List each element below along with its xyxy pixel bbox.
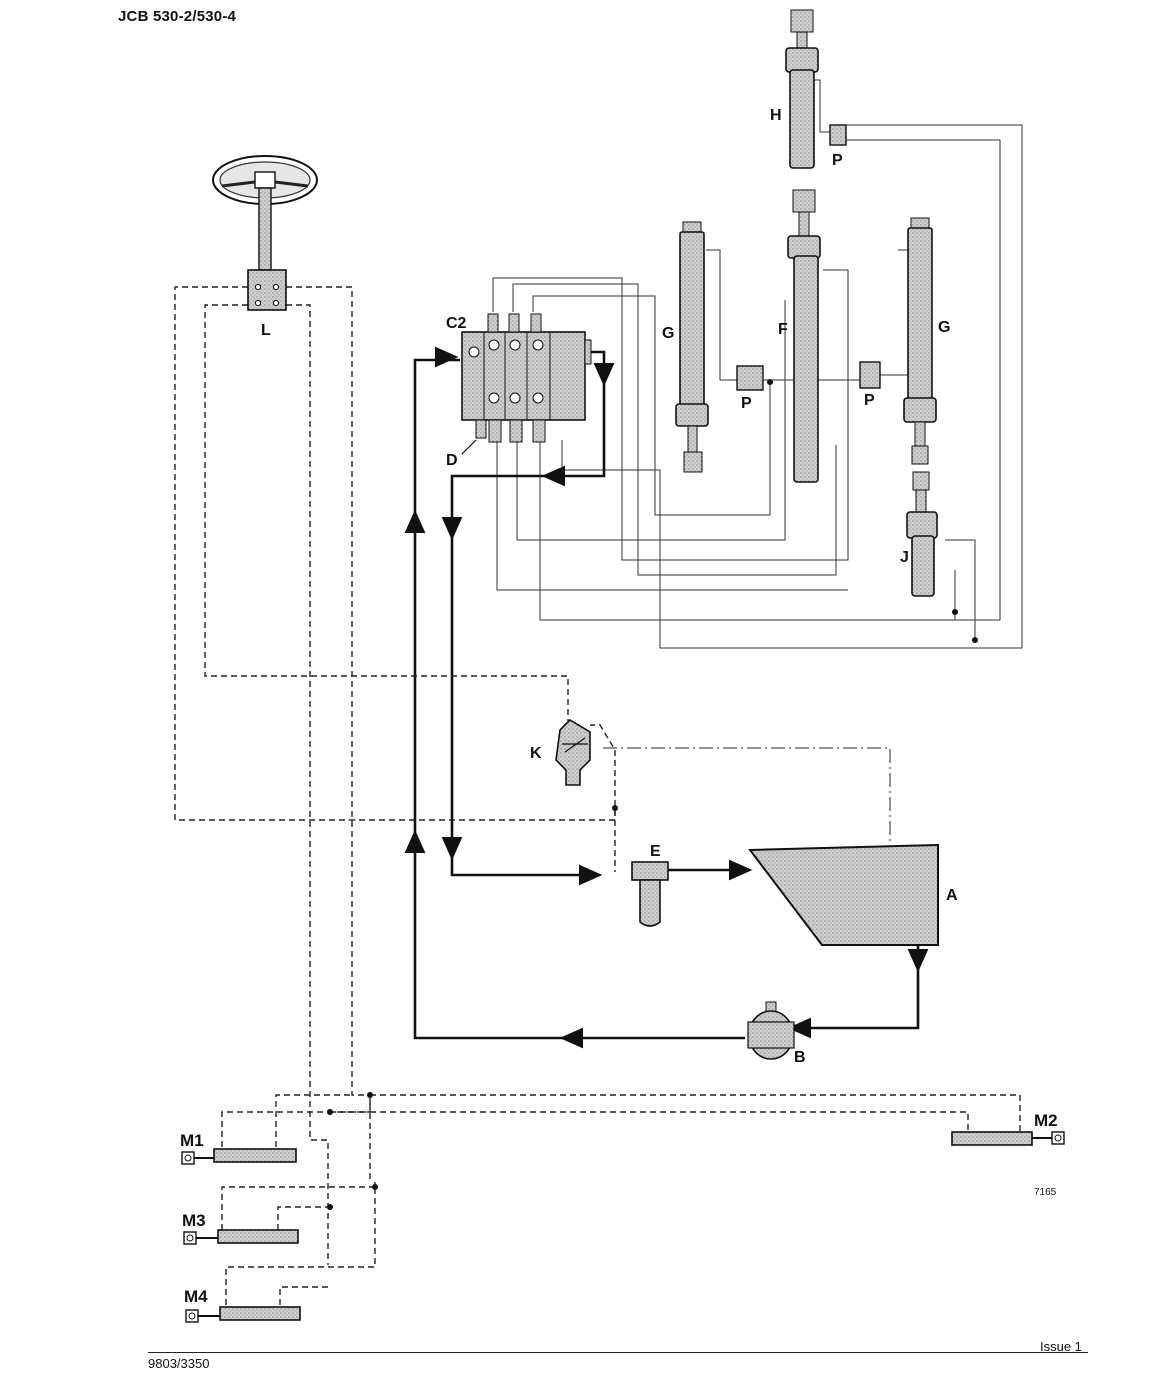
label-relief-valve: D bbox=[446, 452, 458, 469]
label-cylinder-g-left: G bbox=[662, 325, 674, 342]
document-issue: Issue 1 bbox=[1040, 1339, 1082, 1354]
label-priority-valve: K bbox=[530, 745, 542, 762]
label-control-valve: C2 bbox=[446, 315, 467, 332]
ram-m4 bbox=[185, 1306, 301, 1323]
label-cylinder-j: J bbox=[900, 549, 909, 566]
label-pump: B bbox=[794, 1049, 806, 1066]
ram-m3 bbox=[183, 1229, 299, 1245]
control-valve bbox=[461, 313, 592, 443]
label-ram-m2: M2 bbox=[1034, 1111, 1058, 1130]
pilot-dashed-lines bbox=[174, 286, 1021, 1305]
label-check-valve-h: P bbox=[832, 152, 843, 169]
cylinder-j bbox=[906, 471, 938, 597]
steering-wheel bbox=[212, 155, 318, 271]
check-valve-right bbox=[859, 361, 881, 389]
cylinder-g-right bbox=[903, 217, 937, 465]
pump bbox=[747, 1001, 795, 1060]
priority-valve bbox=[555, 718, 591, 786]
label-filter: E bbox=[650, 843, 661, 860]
junction-dots bbox=[327, 379, 978, 1210]
label-cylinder-h: H bbox=[770, 107, 782, 124]
ram-m2 bbox=[951, 1131, 1065, 1146]
label-check-valve-right: P bbox=[864, 392, 875, 409]
ram-m1 bbox=[181, 1148, 297, 1165]
label-steering-unit: L bbox=[261, 322, 271, 339]
label-check-valve-left: P bbox=[741, 395, 752, 412]
label-ram-m4: M4 bbox=[184, 1287, 208, 1306]
cylinder-pipework bbox=[492, 79, 1023, 649]
label-cylinder-f: F bbox=[778, 321, 788, 338]
footer-rule bbox=[148, 1352, 1088, 1353]
label-cylinder-g-right: G bbox=[938, 319, 950, 336]
check-valve-left bbox=[736, 365, 764, 391]
label-ram-m3: M3 bbox=[182, 1211, 206, 1230]
document-title: JCB 530-2/530-4 bbox=[118, 8, 237, 25]
steering-unit bbox=[247, 269, 287, 311]
document-number: 9803/3350 bbox=[148, 1356, 210, 1371]
figure-reference: 7165 bbox=[1034, 1187, 1057, 1198]
main-hydraulic-lines bbox=[404, 346, 929, 1049]
check-valve-h bbox=[829, 124, 847, 146]
label-tank: A bbox=[946, 887, 958, 904]
cylinder-f bbox=[787, 189, 821, 483]
filter bbox=[631, 861, 669, 927]
cylinder-h bbox=[785, 9, 819, 169]
label-ram-m1: M1 bbox=[180, 1131, 204, 1150]
tank bbox=[748, 843, 939, 946]
cylinder-g-left bbox=[675, 221, 709, 473]
